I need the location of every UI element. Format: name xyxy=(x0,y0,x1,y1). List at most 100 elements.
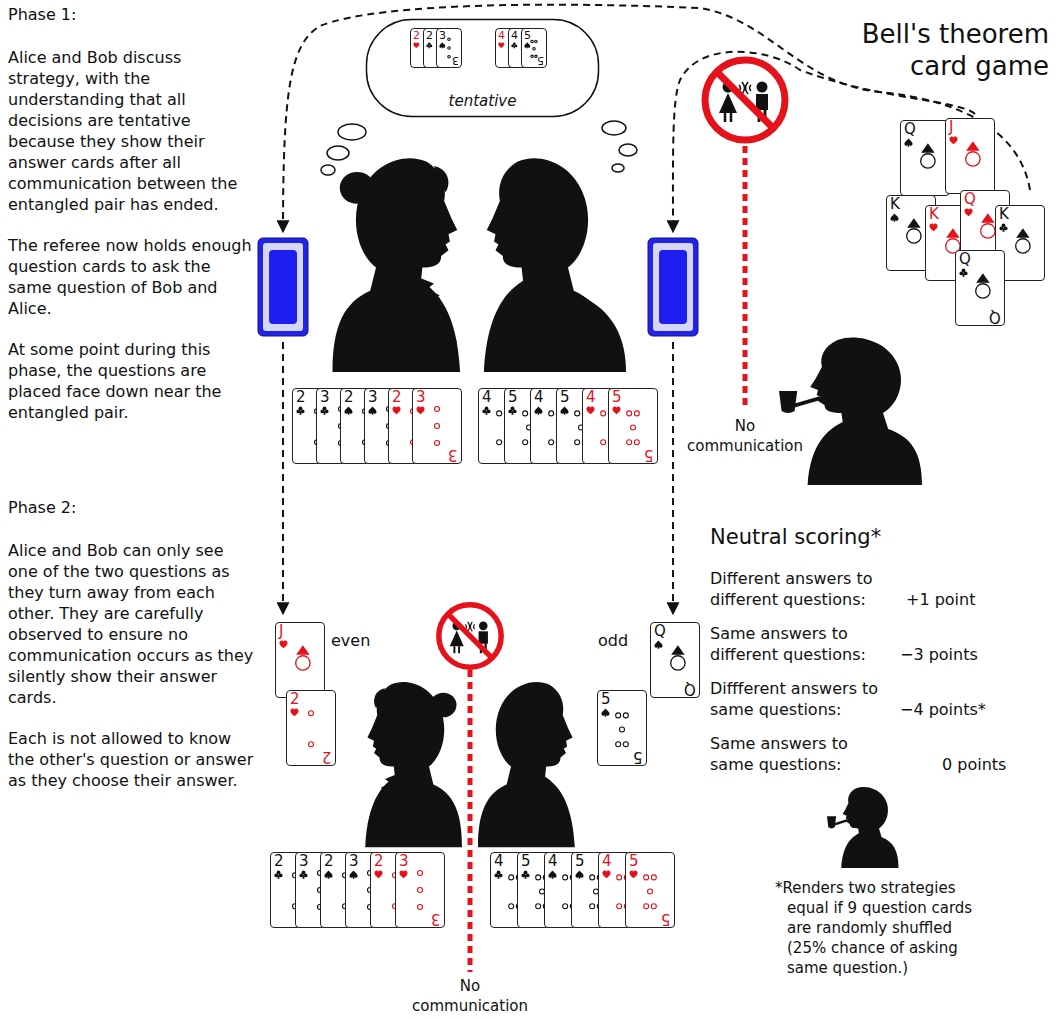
suit-symbol xyxy=(602,871,610,879)
spade-symbol xyxy=(439,42,445,48)
scoring-heading: Neutral scoring* xyxy=(710,524,881,550)
card-index: 5 xyxy=(601,692,611,707)
card-pips xyxy=(966,141,980,166)
card-index: 3 xyxy=(452,55,459,66)
pip xyxy=(418,870,423,875)
alice-silhouette xyxy=(333,158,461,372)
pip xyxy=(523,411,528,416)
heart-symbol xyxy=(498,42,504,48)
club-lobe xyxy=(274,874,278,878)
spade-symbol xyxy=(575,870,583,878)
card-pips xyxy=(921,143,935,168)
card-pips xyxy=(296,645,310,670)
card-index: 5 xyxy=(537,55,544,66)
suit-symbol xyxy=(999,224,1007,232)
pip xyxy=(634,440,639,445)
card-pips xyxy=(418,870,423,909)
suit-symbol xyxy=(368,406,376,414)
face-down-question-card xyxy=(258,238,308,336)
suit-symbol xyxy=(290,709,298,717)
heart-symbol xyxy=(964,209,972,217)
card-index: 5 xyxy=(661,911,671,926)
suit-symbol xyxy=(929,224,937,232)
spade-symbol xyxy=(534,406,542,414)
suit-symbol xyxy=(296,407,304,415)
pip xyxy=(435,406,440,411)
court-hat xyxy=(966,141,979,151)
card-index: 5 xyxy=(633,749,643,764)
card-pips xyxy=(448,38,450,58)
club-lobe xyxy=(325,410,329,414)
step-text: Alice and Bob discuss strategy, with the… xyxy=(8,47,256,215)
pip xyxy=(620,727,625,732)
step-text: The referee now holds enough question ca… xyxy=(8,235,256,319)
no-communication-sign xyxy=(439,605,501,667)
pip xyxy=(651,904,656,909)
card-index: 3 xyxy=(448,447,458,462)
court-hat xyxy=(671,645,684,655)
court-hat xyxy=(921,143,934,153)
alice-silhouette xyxy=(365,682,462,847)
heart-symbol xyxy=(629,871,637,879)
pip xyxy=(448,47,450,49)
pip xyxy=(644,904,649,909)
playing-card: QQ xyxy=(955,250,1005,326)
club-lobe xyxy=(526,874,530,878)
phase-heading: Phase 2: xyxy=(8,497,256,518)
club-lobe xyxy=(304,874,308,878)
court-face xyxy=(921,154,935,168)
pip xyxy=(575,411,580,416)
bob-shoulders xyxy=(568,291,626,372)
pip xyxy=(531,55,533,57)
pip xyxy=(435,424,440,429)
pip xyxy=(497,411,502,416)
card-back-outer xyxy=(258,238,308,336)
card-pips xyxy=(976,273,990,298)
heart-symbol xyxy=(392,407,400,415)
heart-symbol xyxy=(374,871,382,879)
club-lobe xyxy=(296,410,300,414)
no-communication-sign xyxy=(705,60,785,140)
pip xyxy=(644,875,649,880)
card-index: Q xyxy=(654,624,666,639)
suit-symbol xyxy=(498,42,504,48)
court-hat xyxy=(946,228,959,238)
card-back-inner xyxy=(269,250,297,324)
separation-lines xyxy=(470,146,745,972)
score-value: 0 points xyxy=(942,754,1006,775)
suit-symbol xyxy=(299,871,307,879)
suit-symbol xyxy=(374,871,382,879)
club-lobe xyxy=(1004,227,1008,231)
heart-symbol xyxy=(612,407,620,415)
thought-bubbles xyxy=(321,121,637,175)
club-lobe xyxy=(521,874,525,878)
spade-symbol xyxy=(904,138,912,146)
court-face xyxy=(966,152,980,166)
club-lobe xyxy=(964,272,968,276)
suit-symbol xyxy=(426,42,432,48)
card-pips xyxy=(435,406,440,445)
cloud-caption: tentative xyxy=(365,92,600,110)
heart-symbol xyxy=(399,871,407,879)
playing-card: 55 xyxy=(625,852,675,928)
card-index: 2 xyxy=(392,390,402,405)
card-index: 5 xyxy=(560,390,570,405)
court-face xyxy=(1016,239,1030,253)
club-lobe xyxy=(513,410,517,414)
alice-profile xyxy=(365,682,462,847)
pip xyxy=(531,40,533,42)
suit-symbol xyxy=(344,406,352,414)
card-index: 4 xyxy=(498,30,505,41)
playing-card: Q xyxy=(900,120,950,196)
club-stem xyxy=(514,45,516,49)
bob-silhouette xyxy=(484,158,626,372)
court-hat xyxy=(907,218,920,228)
alice-hair-curl xyxy=(374,688,385,708)
club-lobe xyxy=(511,45,514,48)
playing-card: 22 xyxy=(286,690,336,766)
club-stem xyxy=(302,874,304,879)
separation-line xyxy=(468,670,473,972)
court-hat xyxy=(976,273,989,283)
pip xyxy=(535,55,537,57)
